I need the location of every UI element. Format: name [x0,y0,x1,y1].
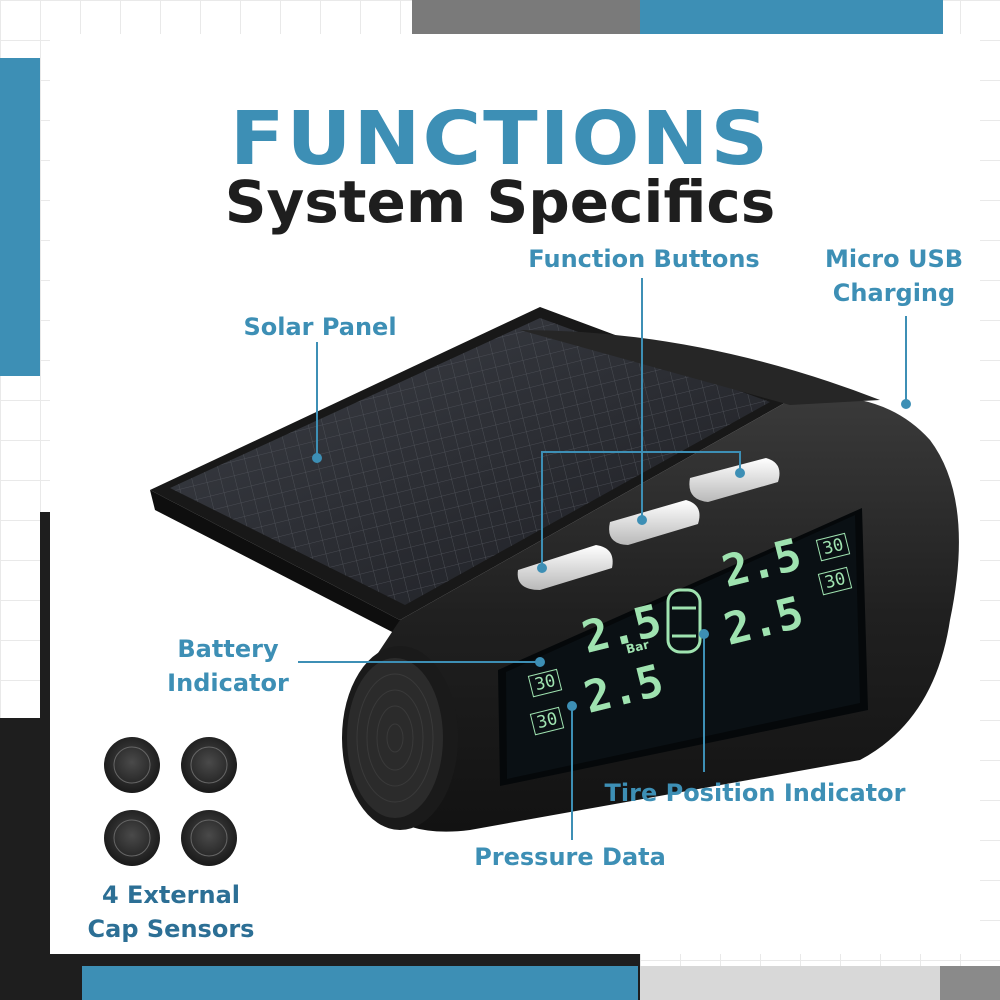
label-function-buttons: Function Buttons [528,245,760,273]
solar-panel [150,307,790,636]
pressure-right-bottom: 2.5 [719,587,809,656]
frame-bar-top-blue [640,0,943,34]
label-solar-panel: Solar Panel [243,313,397,341]
frame-bar-left-blue [0,58,40,376]
frame-bar-bottom-right-gray [940,966,1000,1000]
temp-right-bottom: 30 [817,566,853,596]
label-pressure-data: Pressure Data [474,843,666,871]
label-sensors-line2: Cap Sensors [87,915,255,943]
function-buttons [517,458,780,590]
label-micro-usb-line2: Charging [832,279,956,307]
frame-bar-bottom-blue [82,966,638,1000]
page-title: FUNCTIONS [229,95,771,182]
cap-sensors [104,737,237,866]
label-tire-position: Tire Position Indicator [604,779,906,807]
page-subtitle: System Specifics [224,168,776,236]
frame-bar-bottom-gray [640,966,940,1000]
pressure-left-top: 2.5 [577,595,667,664]
label-micro-usb-line1: Micro USB [824,245,964,273]
frame-bar-top-gray [412,0,640,34]
lcd-screen [498,508,868,786]
temp-right-top: 30 [815,532,851,562]
label-battery-line2: Indicator [167,669,289,697]
tire-position-car-icon [666,588,702,654]
pressure-left-bottom: 2.5 [579,655,669,724]
frame-bar-bottom-left-dark [0,718,52,1000]
temp-left-top: 30 [527,668,563,698]
label-sensors-line1: 4 External [101,881,241,909]
label-battery-line1: Battery [177,635,279,663]
callout-lines [298,278,911,840]
temp-left-bottom: 30 [529,706,565,736]
